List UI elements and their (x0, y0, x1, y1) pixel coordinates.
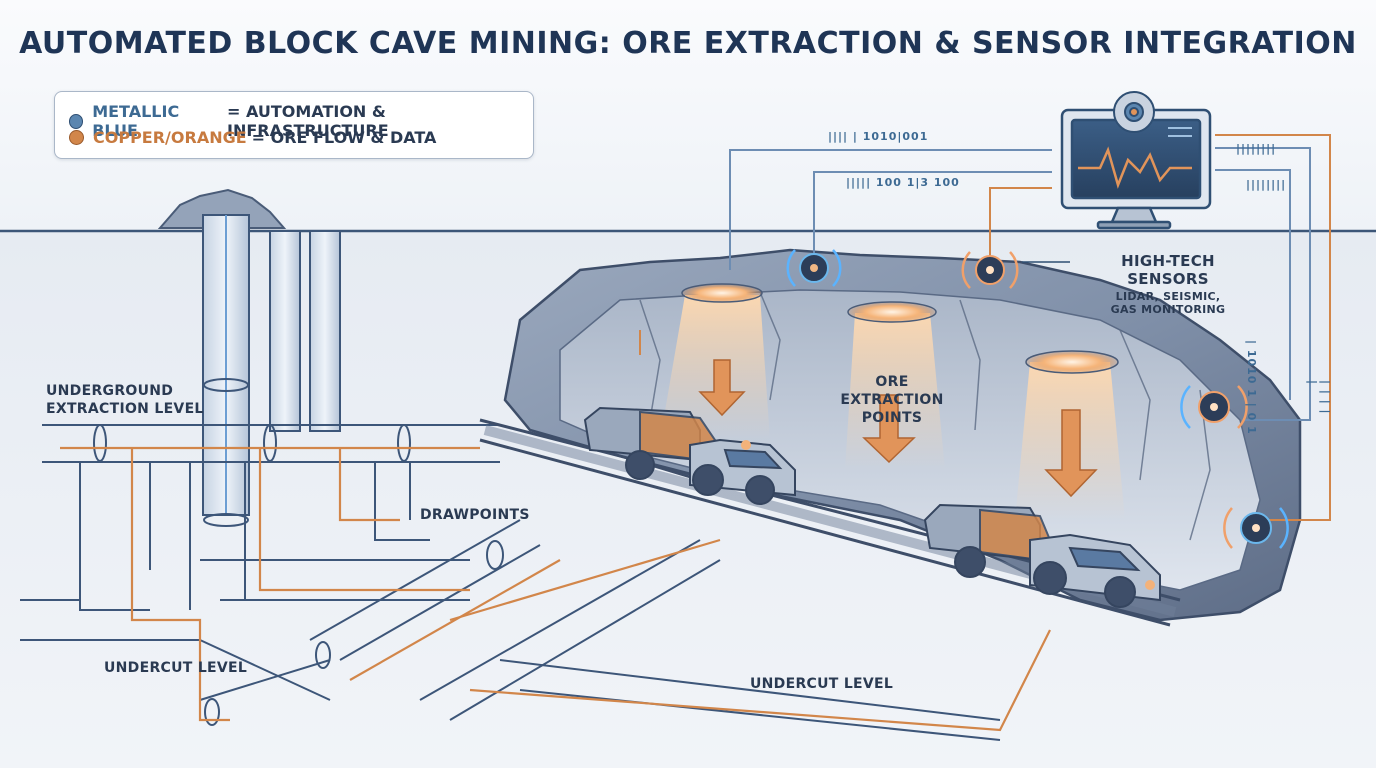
legend-item-orange: COPPER/ORANGE = ORE FLOW & DATA (69, 128, 436, 147)
data-stream-vertical-far: | | | | | (1306, 380, 1332, 415)
autonomous-loader-2 (923, 503, 1161, 608)
data-stream-right-top: |||||||| (1236, 142, 1277, 155)
data-stream-middle: ||||| 100 1|3 100 (846, 176, 960, 189)
control-monitor (1060, 91, 1212, 230)
label-underground-extraction: UNDERGROUND EXTRACTION LEVEL (46, 382, 204, 418)
legend-key-blue: METALLIC BLUE (92, 102, 180, 140)
data-lines-blue (729, 147, 1311, 421)
extraction-beams (660, 283, 1125, 520)
label-undercut-level-left: UNDERCUT LEVEL (104, 660, 248, 676)
label-drawpoints: DRAWPOINTS (420, 507, 530, 523)
data-stream-right-mid: |||||||| (1246, 178, 1287, 191)
surface-ore-pile (157, 188, 287, 229)
legend-key-orange: COPPER/ORANGE (93, 128, 247, 147)
sensor-4-icon (1223, 507, 1289, 549)
sensor-1-icon (786, 249, 842, 287)
label-ore-extraction-line1: ORE EXTRACTION (840, 374, 944, 408)
label-ore-extraction-line2: POINTS (861, 410, 923, 426)
label-ore-extraction-points: ORE EXTRACTION POINTS (822, 373, 962, 427)
legend-item-blue: METALLIC BLUE = AUTOMATION & INFRASTRUCT… (69, 102, 533, 140)
legend-text-blue: = AUTOMATION & INFRASTRUCTURE (227, 102, 389, 140)
label-undercut-level-right: UNDERCUT LEVEL (750, 676, 894, 692)
autonomous-loader-1 (583, 406, 796, 505)
label-sensors-title: HIGH-TECH SENSORS (1121, 252, 1215, 288)
blue-dot-icon (69, 113, 84, 129)
extraction-arrows (698, 359, 1098, 498)
label-sensors-line1: LIDAR, SEISMIC, (1115, 290, 1221, 303)
page-title: AUTOMATED BLOCK CAVE MINING: ORE EXTRACT… (19, 26, 1357, 61)
data-stream-vertical-right: | 1010 1 | 0 1 (1245, 340, 1258, 435)
vertical-shafts (202, 214, 341, 527)
orange-dot-icon (69, 130, 84, 145)
legend-text-orange: = ORE FLOW & DATA (251, 128, 437, 147)
data-stream-top: |||| | 1010|001 (828, 130, 929, 143)
label-sensors: HIGH-TECH SENSORS LIDAR, SEISMIC, GAS MO… (1078, 252, 1258, 316)
legend: METALLIC BLUE = AUTOMATION & INFRASTRUCT… (54, 91, 534, 159)
ore-flow-lines (60, 446, 1051, 732)
label-underground-line2: EXTRACTION LEVEL (46, 401, 204, 417)
extraction-level-tunnels (20, 424, 1001, 741)
data-lines-orange (639, 134, 1331, 521)
sensor-2-icon (961, 251, 1019, 289)
label-underground-line1: UNDERGROUND (46, 383, 174, 399)
gear-icon (1113, 91, 1155, 133)
sensor-3-icon (1180, 385, 1248, 429)
label-sensors-line2: GAS MONITORING (1110, 303, 1226, 316)
